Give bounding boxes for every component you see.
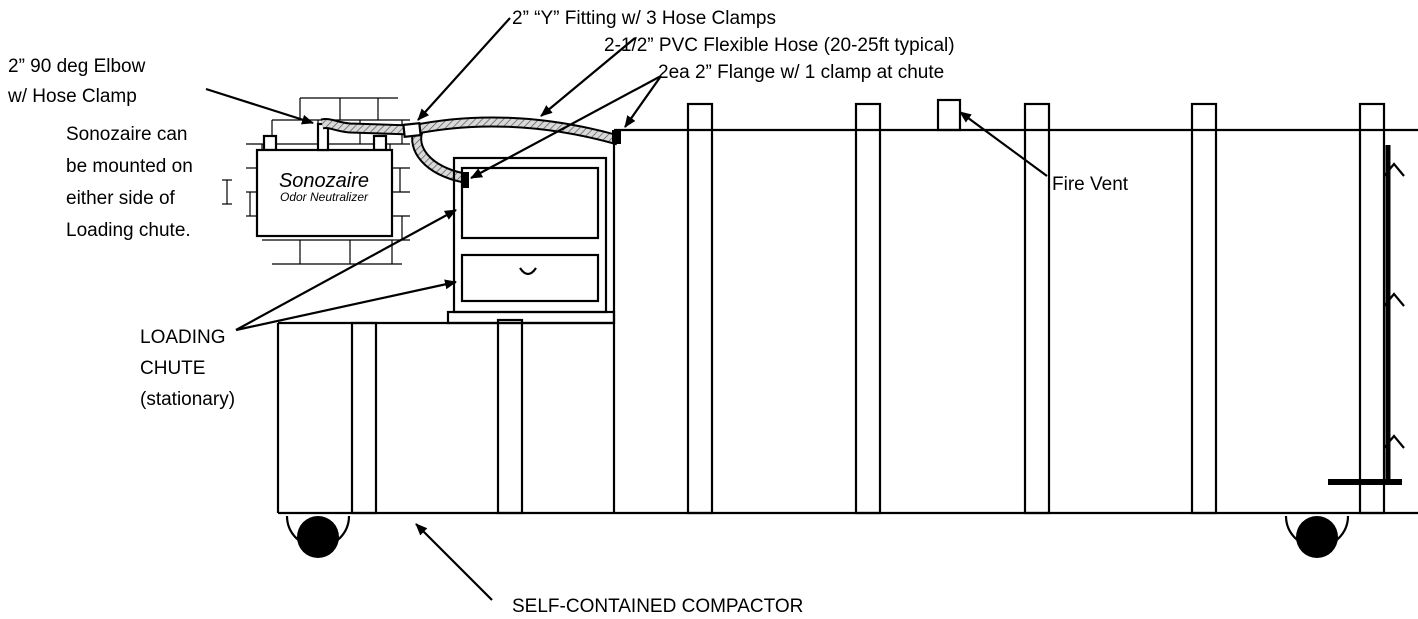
sonozaire-subtitle-label: Odor Neutralizer — [280, 190, 369, 204]
y-fitting-arrow — [417, 17, 511, 121]
chute-label-line1: LOADING — [140, 327, 226, 348]
hose-arrow — [540, 37, 636, 117]
sonozaire-unit: Sonozaire Odor Neutralizer — [255, 134, 394, 238]
chute-label-line3: (stationary) — [140, 389, 235, 410]
mount-note-line2: be mounted on — [66, 156, 193, 177]
y-fitting — [402, 121, 422, 139]
fire-vent-arrow — [959, 111, 1048, 177]
elbow-arrow — [205, 87, 314, 125]
wheel-front — [285, 515, 351, 558]
door-latch-bar — [1328, 145, 1405, 485]
flange-compactor — [612, 130, 621, 144]
compactor-label: SELF-CONTAINED COMPACTOR — [512, 596, 803, 617]
fire-vent — [936, 98, 962, 132]
mount-note-line3: either side of — [66, 188, 176, 209]
compactor-arrow — [415, 523, 493, 601]
elbow-label-line1: 2” 90 deg Elbow — [8, 56, 146, 77]
loading-chute — [446, 156, 616, 325]
fire-vent-label: Fire Vent — [1052, 174, 1129, 195]
callout-arrows — [205, 17, 1048, 601]
mount-note-line4: Loading chute. — [66, 220, 191, 241]
flange-chute — [462, 172, 469, 188]
dimension-marker — [222, 179, 232, 205]
chute-arrow-lower — [235, 279, 457, 332]
y-fitting-label: 2” “Y” Fitting w/ 3 Hose Clamps — [512, 8, 776, 29]
flange-arrow-chute — [470, 75, 662, 179]
elbow-label-line2: w/ Hose Clamp — [7, 86, 137, 107]
flange-arrow-compactor — [624, 75, 662, 128]
sonozaire-brand-label: Sonozaire — [279, 170, 369, 192]
compactor-body — [276, 102, 1418, 515]
flange-label: 2ea 2” Flange w/ 1 clamp at chute — [658, 62, 944, 83]
chute-label-line2: CHUTE — [140, 358, 205, 379]
mount-note-line1: Sonozaire can — [66, 124, 187, 145]
wheel-rear — [1284, 515, 1350, 558]
chute-arrow-upper — [235, 209, 457, 331]
pvc-hose-label: 2-1/2” PVC Flexible Hose (20-25ft typica… — [604, 35, 955, 56]
